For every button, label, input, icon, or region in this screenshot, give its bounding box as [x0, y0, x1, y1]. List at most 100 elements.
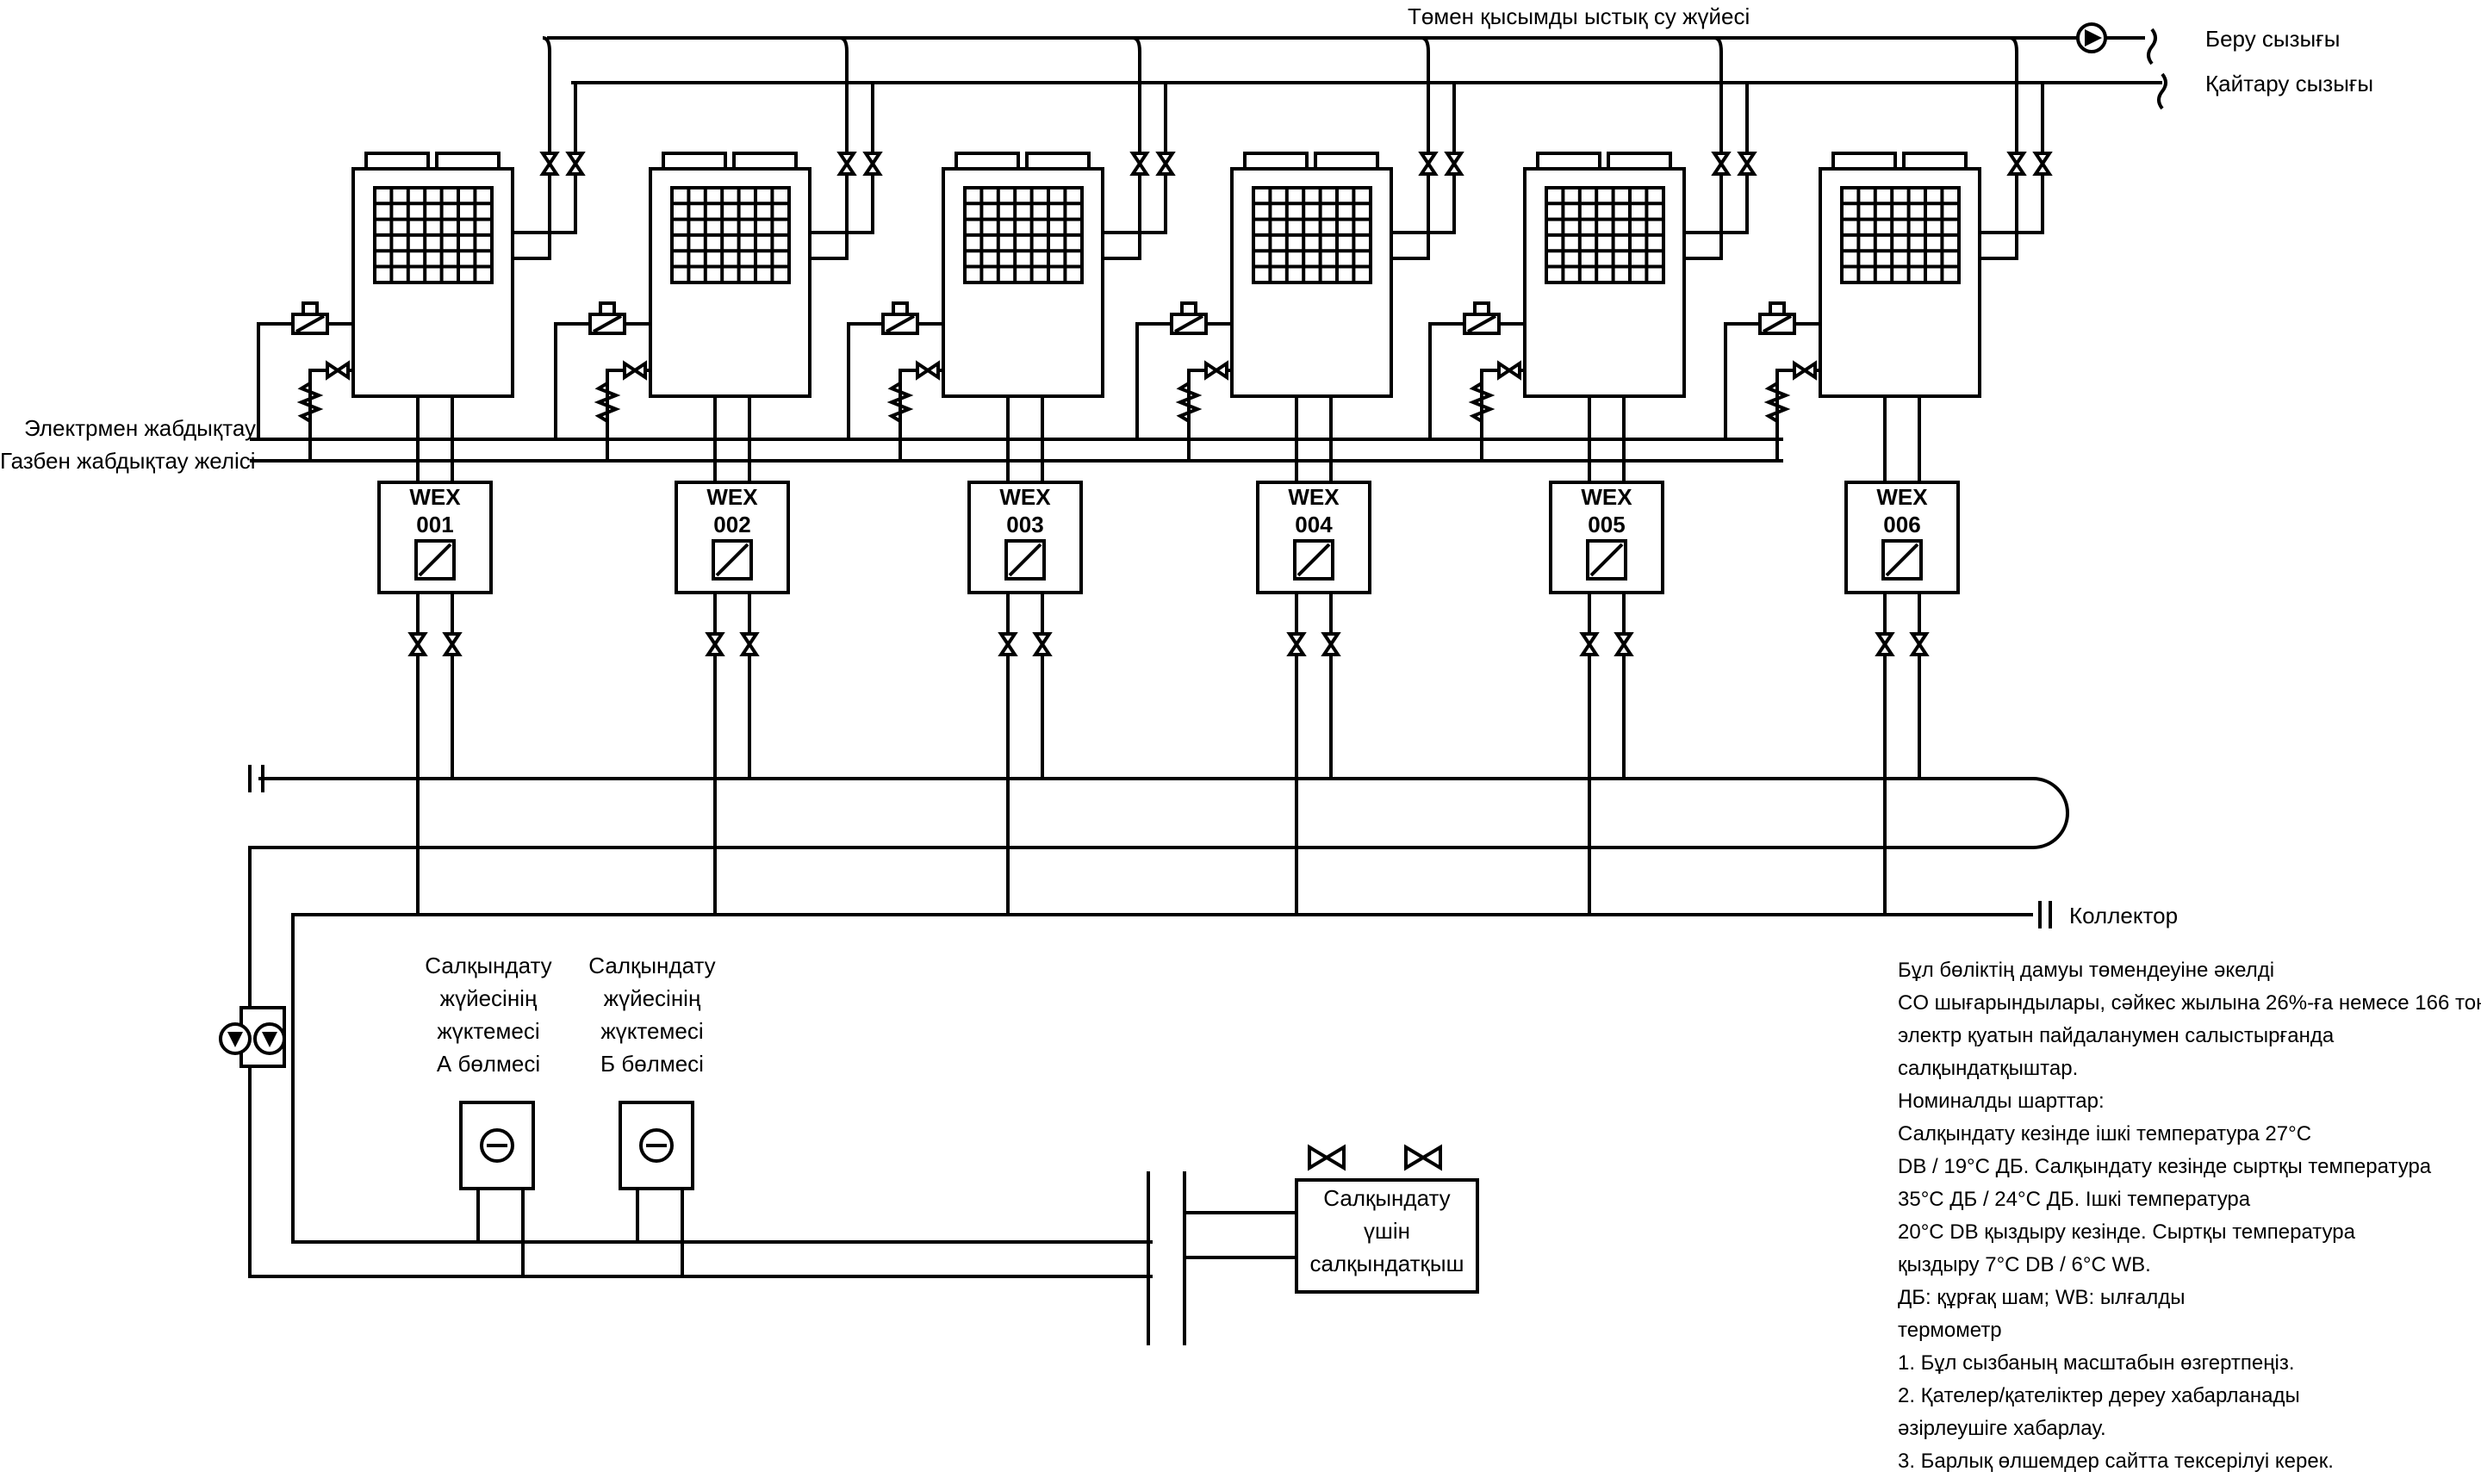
- valve-icon: [705, 632, 725, 656]
- gas-solenoid-icon: [881, 301, 919, 335]
- wex-label: WEX: [1288, 484, 1340, 510]
- note-line: DB / 19°C ДБ. Салқындату кезінде сыртқы …: [1898, 1155, 2432, 1178]
- note-line: Салқындату кезінде ішкі температура 27°C: [1898, 1122, 2311, 1146]
- fan-cover-icon: [1025, 152, 1091, 171]
- supply-break-mark: [2147, 28, 2157, 65]
- load-room-b: [619, 1101, 694, 1276]
- coil-grid-icon: [1840, 186, 1961, 284]
- heat-exchanger-icon: [1881, 539, 1923, 581]
- fan-cover-icon: [1902, 152, 1968, 171]
- valve-icon: [862, 152, 883, 176]
- coil-grid-icon: [1252, 186, 1372, 284]
- svg-text:Салқындату: Салқындату: [588, 953, 715, 978]
- coil-grid-icon: [1545, 186, 1665, 284]
- note-line: Бұл бөліктің дамуы төмендеуіне әкелді: [1898, 959, 2274, 982]
- gas-solenoid-icon: [1463, 301, 1501, 335]
- chiller-valve-icon: [1308, 1144, 1442, 1171]
- circulation-pump-icon: [2076, 22, 2107, 53]
- fan-cover-icon: [1831, 152, 1897, 171]
- valve-icon: [1711, 152, 1732, 176]
- coil-grid-icon: [373, 186, 494, 284]
- gas-regulator-icon: [1175, 360, 1228, 423]
- wex-number: 001: [416, 512, 453, 537]
- wex-number: 003: [1006, 512, 1043, 537]
- valve-icon: [442, 632, 463, 656]
- note-line: 1. Бұл сызбаның масштабын өзгертпеңіз.: [1898, 1351, 2295, 1375]
- heat-exchanger-icon: [1004, 539, 1046, 581]
- wex-number: 004: [1295, 512, 1333, 537]
- wex-label: WEX: [1581, 484, 1632, 510]
- valve-icon: [1155, 152, 1176, 176]
- svg-text:жүйесінің: жүйесінің: [604, 985, 701, 1011]
- fan-cover-icon: [1314, 152, 1379, 171]
- fan-cover-icon: [662, 152, 727, 171]
- electric-supply-label: Электрмен жабдықтау: [24, 415, 256, 441]
- fan-cover-icon: [435, 152, 501, 171]
- gas-regulator-icon: [594, 360, 647, 423]
- note-line: әзірлеушіге хабарлау.: [1898, 1417, 2106, 1440]
- svg-text:А бөлмесі: А бөлмесі: [437, 1051, 540, 1077]
- valve-icon: [407, 632, 428, 656]
- valve-icon: [1321, 632, 1341, 656]
- wex-label: WEX: [999, 484, 1051, 510]
- gas-solenoid-icon: [1758, 301, 1796, 335]
- valve-icon: [836, 152, 857, 176]
- cooling-chiller: Салқындату үшін салқындатқыш: [1185, 1144, 1479, 1294]
- heat-exchanger-icon: [414, 539, 456, 581]
- gas-regulator-icon: [1763, 360, 1817, 423]
- note-line: Номиналды шарттар:: [1898, 1090, 2105, 1113]
- note-line: 3. Барлық өлшемдер сайтта тексерілуі кер…: [1898, 1450, 2334, 1473]
- fan-cover-icon: [1607, 152, 1672, 171]
- wex-label: WEX: [1876, 484, 1928, 510]
- load-b-label: Салқындату жүйесінің жүктемесі Б бөлмесі: [588, 953, 715, 1077]
- valve-icon: [739, 632, 760, 656]
- note-line: қыздыру 7°C DB / 6°C WB.: [1898, 1253, 2151, 1276]
- svg-text:үшін: үшін: [1364, 1218, 1410, 1244]
- valve-icon: [998, 632, 1018, 656]
- note-line: 20°C DB қыздыру кезінде. Сыртқы температ…: [1898, 1220, 2356, 1244]
- note-line: ДБ: құрғақ шам; WB: ылғалды: [1898, 1286, 2186, 1309]
- fan-cover-icon: [1243, 152, 1309, 171]
- heat-exchanger-icon: [1293, 539, 1334, 581]
- gas-regulator-icon: [296, 360, 350, 423]
- fan-cover-icon: [1536, 152, 1601, 171]
- wex-label: WEX: [409, 484, 461, 510]
- note-line: CO шығарындылары, сәйкес жылына 26%-ға н…: [1898, 991, 2481, 1015]
- valve-icon: [1579, 632, 1600, 656]
- svg-text:жүктемесі: жүктемесі: [600, 1018, 703, 1044]
- svg-text:Салқындату: Салқындату: [425, 953, 551, 978]
- wex-number: 006: [1883, 512, 1920, 537]
- gas-supply-label: Газбен жабдықтау желісі: [0, 448, 256, 474]
- coil-grid-icon: [670, 186, 791, 284]
- load-room-a: [459, 1101, 535, 1276]
- gas-solenoid-icon: [291, 301, 329, 335]
- valve-icon: [1129, 152, 1150, 176]
- note-line: 35°C ДБ / 24°C ДБ. Ішкі температура: [1898, 1188, 2251, 1211]
- svg-text:жүктемесі: жүктемесі: [437, 1018, 539, 1044]
- valve-icon: [539, 152, 560, 176]
- note-line: электр қуатын пайдаланумен салыстырғанда: [1898, 1024, 2335, 1047]
- supply-line-label: Беру сызығы: [2205, 26, 2340, 52]
- return-break-mark: [2157, 72, 2167, 110]
- collector-return-pipe: [291, 913, 2033, 1244]
- notes-block: Бұл бөліктің дамуы төмендеуіне әкелді CO …: [1898, 959, 2481, 1473]
- collector-supply-pipe: [248, 777, 2069, 1278]
- fan-cover-icon: [954, 152, 1020, 171]
- secondary-pumps: [219, 1006, 286, 1068]
- valve-icon: [1444, 152, 1464, 176]
- note-line: салқындатқыштар.: [1898, 1057, 2078, 1080]
- valve-icon: [565, 152, 586, 176]
- collector-label: Коллектор: [2069, 903, 2178, 928]
- wex-label: WEX: [706, 484, 758, 510]
- fan-cover-icon: [732, 152, 798, 171]
- wex-number: 002: [713, 512, 750, 537]
- svg-text:жүйесінің: жүйесінің: [440, 985, 538, 1011]
- note-line: 2. Қателер/қателіктер дереу хабарланады: [1898, 1384, 2300, 1407]
